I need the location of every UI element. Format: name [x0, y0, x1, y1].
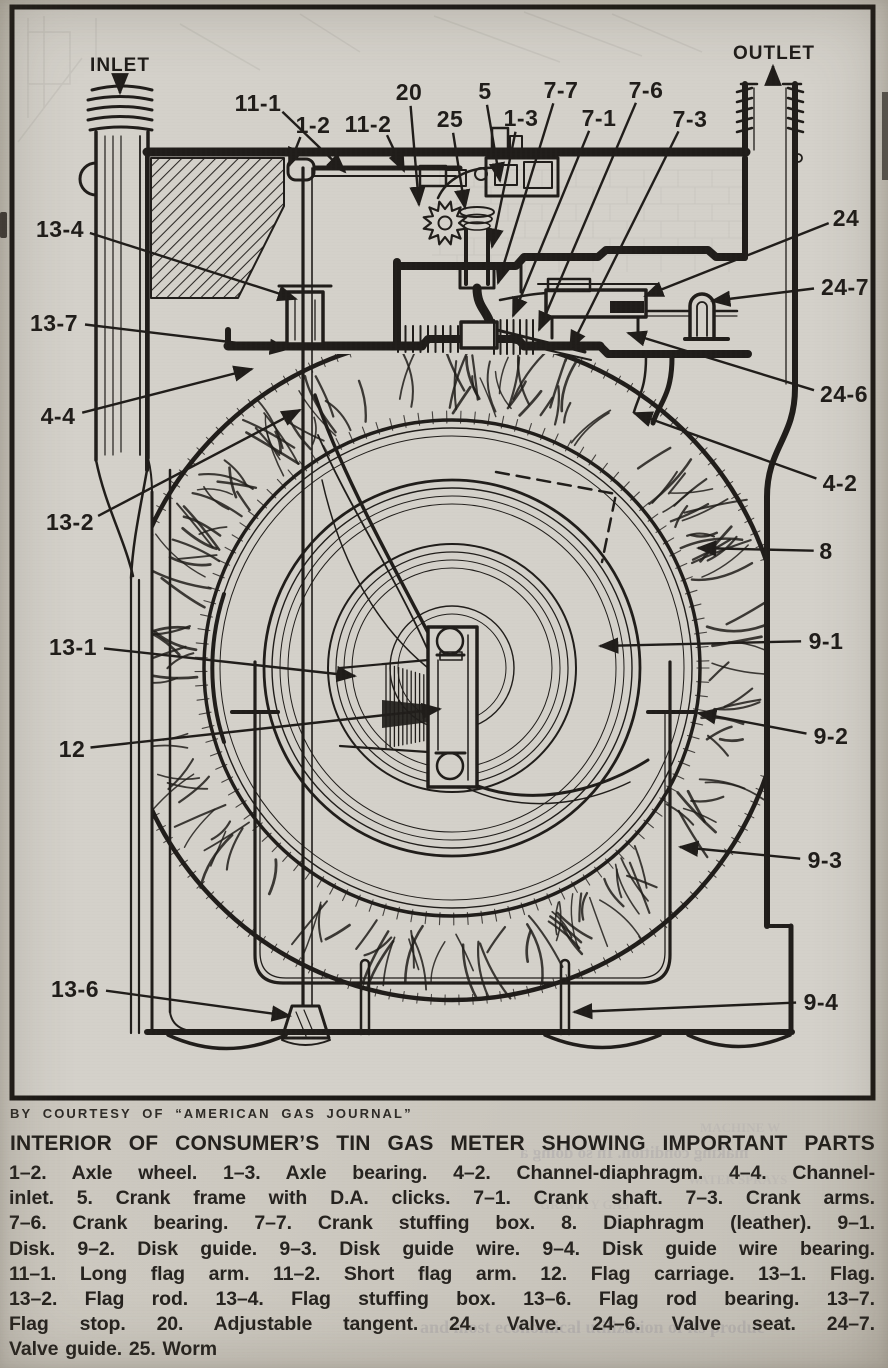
- left-case-wall: [129, 153, 187, 1035]
- callout-leader-7-1: [511, 130, 591, 318]
- callout-label-9-4: 9-4: [804, 989, 839, 1015]
- callout-leader-1-2: [287, 136, 304, 168]
- callout-leader-lines: [81, 102, 830, 1022]
- callout-label-13-1: 13-1: [49, 634, 97, 660]
- inlet-label: INLET: [90, 55, 150, 76]
- callout-leader-1-3: [487, 131, 517, 249]
- callout-label-25: 25: [437, 106, 464, 132]
- callout-leader-9-1: [597, 637, 802, 654]
- worm-gear-icon: [422, 200, 468, 246]
- bleedthrough-marks: [17, 11, 703, 143]
- legend-line-1: 1–2. Axle wheel. 1–3. Axle bearing. 4–2.…: [9, 1162, 875, 1184]
- callout-label-11-1: 11-1: [235, 90, 282, 116]
- legend-line-4: Disk. 9–2. Disk guide. 9–3. Disk guide w…: [9, 1237, 875, 1260]
- callout-leader-8: [695, 540, 814, 557]
- callout-label-13-6: 13-6: [51, 976, 99, 1002]
- callout-leader-13-7: [84, 323, 291, 355]
- callout-leader-13-2: [97, 408, 302, 517]
- legend-line-8: Valve guide. 25. Worm: [9, 1338, 217, 1361]
- crank-and-tangent-mechanism: [277, 126, 592, 1046]
- callout-leader-24: [643, 221, 830, 298]
- callout-label-13-2: 13-2: [46, 509, 94, 535]
- callout-leader-13-6: [105, 989, 293, 1022]
- callout-label-4-4: 4-4: [41, 403, 76, 429]
- callout-labels: 11-1 1-2 11-220 25 5 1-37-77-1 7-6 7-3 24 24-7 24-…: [30, 77, 869, 1015]
- callout-label-24-6: 24-6: [820, 381, 868, 407]
- callout-label-13-7: 13-7: [30, 310, 78, 336]
- legend-line-5: 11–1. Long flag arm. 11–2. Short flag ar…: [9, 1262, 875, 1285]
- callout-label-7-3: 7-3: [673, 106, 708, 132]
- callout-leader-25: [451, 132, 471, 211]
- callout-label-20: 20: [396, 79, 423, 105]
- diaphragm-dashed-mark: [494, 470, 618, 564]
- credit-line: BY COURTESY OF “AMERICAN GAS JOURNAL”: [10, 1106, 413, 1121]
- callout-leader-5: [485, 104, 505, 184]
- callout-leader-4-2: [632, 411, 817, 480]
- callout-label-4-2: 4-2: [823, 470, 858, 496]
- callout-label-7-6: 7-6: [629, 77, 664, 103]
- callout-label-9-2: 9-2: [814, 723, 849, 749]
- callout-label-5: 5: [478, 78, 491, 104]
- callout-leader-9-4: [571, 1001, 797, 1020]
- scan-edge-mark: [0, 212, 7, 238]
- callout-leader-20: [409, 105, 426, 208]
- callout-leader-24-6: [626, 330, 815, 392]
- callout-label-1-3: 1-3: [504, 105, 539, 131]
- callout-leader-7-7: [495, 102, 555, 285]
- worm-gear-hub: [437, 215, 453, 231]
- callout-label-13-4: 13-4: [36, 216, 84, 242]
- callout-leader-4-4: [81, 365, 254, 414]
- callout-label-7-1: 7-1: [582, 105, 617, 131]
- callout-label-7-7: 7-7: [544, 77, 579, 103]
- callout-leader-11-2: [385, 134, 406, 173]
- outlet-label: OUTLET: [733, 43, 815, 64]
- callout-label-11-2: 11-2: [345, 111, 392, 137]
- flow-arrows: [111, 63, 782, 96]
- legend-line-7: Flag stop. 20. Adjustable tangent. 24. V…: [9, 1313, 875, 1336]
- scan-edge-mark: [882, 92, 888, 180]
- callout-leader-7-6: [537, 102, 638, 332]
- callout-leader-24-7: [709, 287, 815, 307]
- callout-leader-12: [90, 702, 443, 749]
- legend-line-3: 7–6. Crank bearing. 7–7. Crank stuffing …: [9, 1212, 875, 1235]
- callout-leader-11-1: [281, 110, 347, 174]
- callout-label-24: 24: [833, 205, 860, 231]
- callout-leader-9-2: [695, 708, 807, 735]
- callout-label-12: 12: [59, 736, 86, 762]
- callout-label-8: 8: [819, 538, 832, 564]
- callout-label-9-1: 9-1: [809, 628, 844, 654]
- callout-leader-13-1: [103, 647, 358, 683]
- legend-line-2: inlet. 5. Crank frame with D.A. clicks. …: [9, 1187, 875, 1210]
- gas-meter-cutaway-figure: 11-1 1-2 11-220 25 5 1-37-77-1 7-6 7-3 24 24-7 24-…: [0, 4, 888, 1101]
- meter-drawing: [78, 81, 805, 1051]
- flag-carriage-hub: [426, 625, 479, 789]
- figure-title: INTERIOR OF CONSUMER’S TIN GAS METER SHO…: [10, 1132, 875, 1155]
- callout-label-1-2: 1-2: [296, 112, 331, 138]
- callout-leader-9-3: [677, 840, 801, 860]
- legend-line-6: 13–2. Flag rod. 13–4. Flag stuffing box.…: [9, 1288, 875, 1311]
- callout-leader-7-3: [568, 130, 680, 351]
- callout-leader-13-4: [89, 231, 298, 302]
- callout-label-9-3: 9-3: [808, 847, 843, 873]
- parts-legend: 1–2. Axle wheel. 1–3. Axle bearing. 4–2.…: [9, 1161, 875, 1363]
- callout-label-24-7: 24-7: [821, 274, 869, 300]
- case-bottom: [144, 958, 795, 1051]
